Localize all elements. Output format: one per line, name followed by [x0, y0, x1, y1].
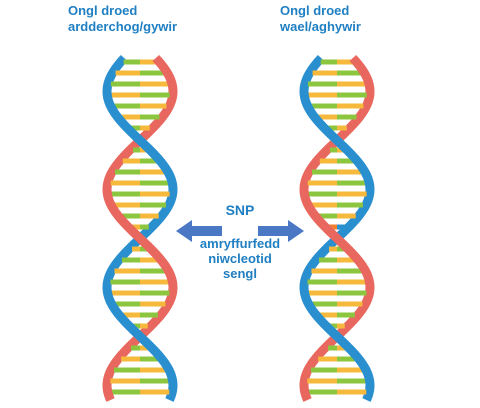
snp-description-line-1: amryffurfedd [199, 236, 281, 251]
strand-blue-segment [165, 396, 175, 402]
strand-red-segment [302, 396, 312, 402]
left-helix-title: Ongl droed ardderchog/gywir [68, 3, 177, 35]
snp-label: SNP [225, 202, 255, 218]
right-helix-title: Ongl droed wael/aghywir [280, 3, 361, 35]
right-title-line-2: wael/aghywir [280, 19, 361, 34]
snp-description-line-3: sengl [223, 266, 257, 281]
strand-blue-segment [362, 396, 372, 402]
dna-helix-right [299, 54, 375, 402]
arrow-right [258, 220, 304, 242]
snp-description: amryffurfedd niwcleotid sengl [188, 236, 292, 281]
strand-red-segment [105, 396, 115, 402]
left-title-line-2: ardderchog/gywir [68, 19, 178, 34]
arrow-left [176, 220, 222, 242]
left-title-line-1: Ongl droed [68, 3, 138, 18]
right-title-line-1: Ongl droed [280, 3, 350, 18]
dna-helix-left [102, 54, 178, 402]
snp-description-line-2: niwcleotid [208, 251, 272, 266]
